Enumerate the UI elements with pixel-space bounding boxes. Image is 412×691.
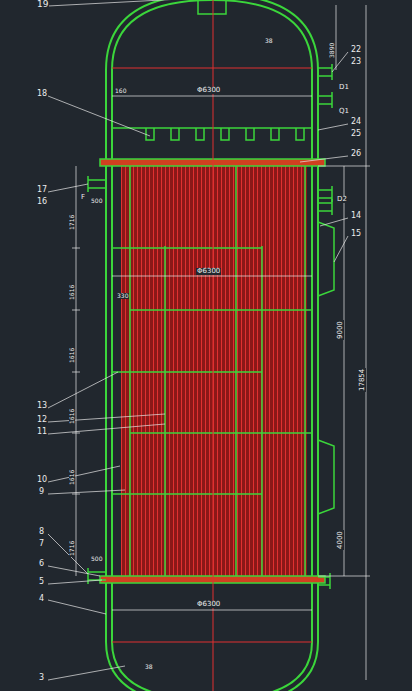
callout-number: 5 [38, 578, 45, 586]
callout-number: 17 [36, 186, 48, 194]
length-dimension: 160 [114, 88, 127, 94]
length-dimension: 1716 [69, 539, 75, 556]
callout-number: 26 [350, 150, 362, 158]
callout-number: 16 [36, 198, 48, 206]
callout-number: 9 [38, 488, 45, 496]
tube-bundle [121, 166, 307, 576]
callout-number: 4 [38, 595, 45, 603]
diameter-dimension: Φ6300 [196, 601, 221, 608]
length-dimension: 4000 [337, 530, 344, 550]
thickness-dimension: 38 [264, 38, 274, 44]
callout-number: 12 [36, 416, 48, 424]
diameter-dimension: Φ6300 [196, 268, 221, 275]
shell [106, 0, 334, 691]
length-dimension: 330 [116, 293, 129, 299]
length-dimension: 1616 [69, 283, 75, 300]
callout-number: 25 [350, 130, 362, 138]
callout-number: 13 [36, 402, 48, 410]
length-dimension: 3890 [329, 41, 335, 58]
length-dimension: 1616 [69, 346, 75, 363]
baffles-tie-rods [112, 166, 312, 576]
nozzle-mark: D1 [338, 84, 350, 91]
dimension-lines [72, 5, 370, 680]
length-dimension: 1616 [69, 407, 75, 424]
callout-number: 18 [36, 90, 48, 98]
callout-number: 15 [350, 230, 362, 238]
callout-number: 10 [36, 476, 48, 484]
callout-number: 24 [350, 118, 362, 126]
nozzle-mark: F [80, 194, 86, 201]
length-dimension: 17854 [359, 368, 366, 392]
centerlines [112, 0, 312, 691]
callout-number: 23 [350, 58, 362, 66]
thickness-dimension: 38 [144, 664, 154, 670]
callout-number: 6 [38, 560, 45, 568]
length-dimension: 500 [90, 198, 103, 204]
callout-number: 14 [350, 212, 362, 220]
callout-number: 3 [38, 674, 45, 682]
callout-number: 8 [38, 528, 45, 536]
length-dimension: 1716 [69, 213, 75, 230]
nozzles [88, 64, 332, 589]
distributor [112, 128, 312, 140]
nozzle-mark: D2 [336, 196, 348, 203]
callout-number: 19 [36, 0, 49, 9]
length-dimension: 500 [90, 556, 103, 562]
callout-number: 7 [38, 540, 45, 548]
leader-lines [48, 0, 348, 680]
nozzle-mark: Q1 [338, 108, 350, 115]
callout-number: 11 [36, 428, 48, 436]
length-dimension: 1616 [69, 468, 75, 485]
diameter-dimension: Φ6300 [196, 87, 221, 94]
callout-number: 22 [350, 46, 362, 54]
length-dimension: 9000 [337, 320, 344, 340]
